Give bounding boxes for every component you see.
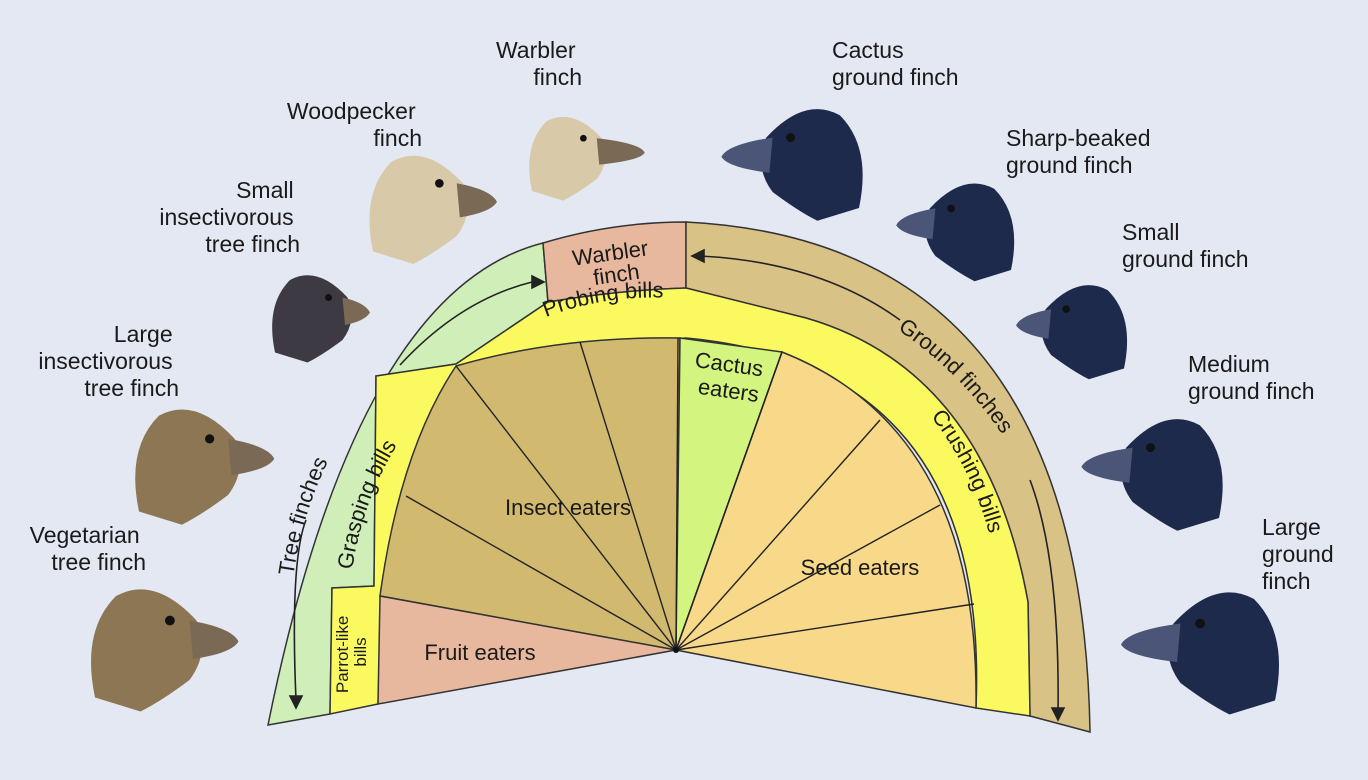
bird-eye [1062, 305, 1070, 313]
finch-labels: Vegetarian tree finch Large insectivorou… [30, 37, 1340, 594]
finch-label-vegetarian-tree: Vegetarian tree finch [30, 522, 146, 575]
finch-label-sharp-beaked-ground: Sharp-beaked ground finch [1006, 125, 1157, 178]
bird-head-large-ground [1121, 592, 1279, 715]
bird-beak [189, 620, 239, 659]
bird-eye [325, 294, 332, 301]
sector-dividers [405, 337, 975, 651]
bird-beak [721, 137, 773, 173]
bird-eye [435, 178, 444, 188]
insect-eaters-label: Insect eaters [505, 495, 631, 520]
bird-eye [165, 615, 175, 626]
bird-beak [342, 297, 370, 325]
bird-eye [947, 204, 956, 213]
finch-label-warbler: Warbler finch [496, 37, 582, 90]
bird-eye [580, 134, 587, 142]
bird-beak [456, 183, 497, 218]
finch-label-large-insectivorous-tree: Large insectivorous tree finch [38, 321, 179, 401]
bird-heads [91, 109, 1279, 715]
bird-eye [1146, 443, 1155, 453]
bird-eye [205, 434, 215, 444]
finch-label-small-ground: Small ground finch [1122, 219, 1249, 272]
bird-beak [1121, 623, 1181, 662]
bird-head-large-insectivorous-tree [135, 409, 275, 525]
bird-head-vegetarian-tree [91, 589, 239, 712]
finch-label-small-insectivorous-tree: Small insectivorous tree finch [159, 177, 300, 257]
bird-head-small-insectivorous-tree [272, 275, 370, 363]
parrot-bills-label: Parrot-like bills [333, 611, 370, 693]
bird-beak [228, 438, 275, 476]
bird-head-woodpecker [369, 155, 497, 264]
finch-label-woodpecker: Woodpecker finch [287, 98, 422, 151]
bird-beak [596, 138, 645, 165]
finch-label-medium-ground: Medium ground finch [1188, 351, 1315, 404]
bird-head-small-ground [1016, 285, 1128, 380]
seed-eaters-label: Seed eaters [801, 555, 920, 580]
fruit-eaters-sector [377, 595, 677, 705]
bird-beak [1016, 309, 1052, 339]
finch-label-cactus-ground: Cactus ground finch [832, 37, 959, 90]
bird-beak [896, 208, 936, 240]
bird-head-medium-ground [1081, 419, 1223, 531]
fruit-eaters-label: Fruit eaters [424, 640, 535, 665]
warbler-band-label: Warbler finch [571, 235, 659, 293]
bird-eye [786, 133, 796, 143]
ground-finches-arrow [690, 248, 1066, 722]
finch-label-large-ground: Large ground finch [1262, 514, 1340, 594]
bird-beak [1081, 447, 1133, 483]
bird-head-sharp-beaked-ground [896, 183, 1015, 282]
bird-head-cactus-ground [721, 109, 863, 221]
bird-head-warbler [529, 116, 645, 201]
hub [673, 647, 679, 653]
tree-finches-arrow [288, 274, 546, 710]
bird-eye [1195, 618, 1205, 629]
